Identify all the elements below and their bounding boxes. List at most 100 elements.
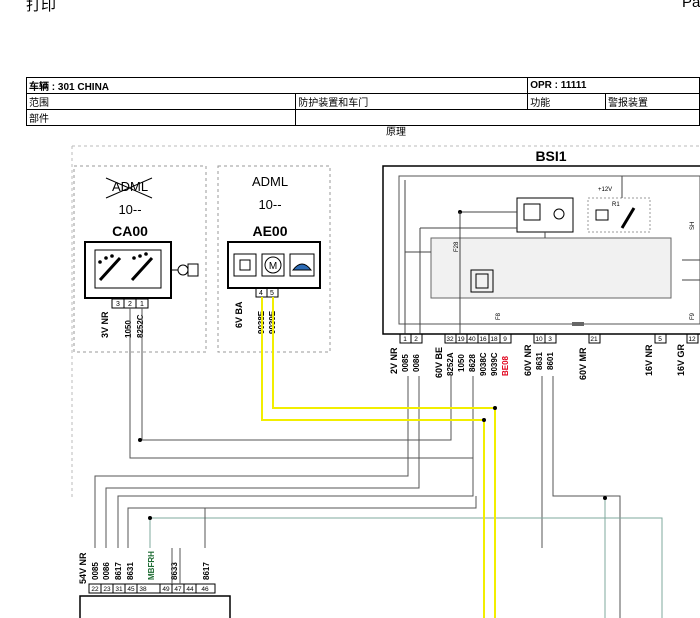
svg-text:22: 22 — [91, 586, 99, 593]
svg-text:16: 16 — [479, 336, 487, 343]
part-label: 部件 — [25, 109, 297, 126]
key-icon — [172, 263, 199, 277]
ca00-body — [84, 241, 172, 299]
diagram-caption: 原理 — [386, 127, 406, 138]
svg-text:21: 21 — [590, 336, 598, 343]
svg-text:SH: SH — [690, 222, 696, 230]
svg-text:0086: 0086 — [102, 562, 111, 580]
ae00-range: 10-- — [258, 197, 281, 212]
svg-text:18: 18 — [490, 336, 498, 343]
ae00-conn-label: 6V BA — [234, 301, 244, 328]
ca00-cross-b — [105, 177, 153, 199]
svg-text:4: 4 — [259, 290, 263, 297]
svg-text:9039C: 9039C — [490, 352, 499, 376]
print-label: 打印 — [26, 0, 57, 14]
svg-text:8617: 8617 — [114, 562, 123, 580]
svg-text:8252C: 8252C — [136, 314, 145, 338]
svg-text:40: 40 — [468, 336, 476, 343]
svg-text:47: 47 — [174, 586, 182, 593]
svg-text:3: 3 — [548, 336, 552, 343]
bsi-connector-60v-nr: 10 3 — [533, 333, 557, 344]
bsi1-code: BSI1 — [535, 148, 566, 164]
bsi-connector-60v-be: 32 19 40 16 18 9 — [444, 333, 512, 344]
svg-text:F28: F28 — [454, 241, 460, 252]
svg-text:31: 31 — [115, 586, 123, 593]
svg-text:38: 38 — [139, 586, 147, 593]
svg-text:F8: F8 — [496, 312, 502, 320]
bsi1-processor — [430, 237, 672, 299]
svg-text:16V GR: 16V GR — [676, 343, 686, 376]
ca00-range: 10-- — [118, 202, 141, 217]
svg-text:0085: 0085 — [91, 562, 100, 580]
svg-text:3: 3 — [116, 301, 120, 308]
svg-text:+12V: +12V — [598, 187, 612, 193]
svg-text:1: 1 — [403, 336, 407, 343]
svg-text:10: 10 — [535, 336, 543, 343]
part-value — [295, 109, 700, 126]
svg-text:F9: F9 — [690, 312, 696, 320]
ca00-conn-label: 3V NR — [100, 311, 110, 338]
green-wires — [148, 496, 663, 618]
vehicle-value: 301 CHINA — [57, 82, 110, 93]
svg-text:44: 44 — [186, 586, 194, 593]
bsi-connector-2v: 1 2 — [399, 333, 423, 344]
ae00-motor-icon — [261, 253, 285, 277]
svg-text:2: 2 — [414, 336, 418, 343]
opr-value: 11111 — [560, 80, 587, 91]
vehicle-label: 车辆 — [29, 82, 49, 93]
bsi-connector-60v-mr: 21 — [588, 333, 601, 344]
motor-glyph: M — [269, 261, 277, 272]
svg-text:46: 46 — [201, 586, 209, 593]
svg-text:45: 45 — [127, 586, 135, 593]
red-wire-label: BE08 — [501, 355, 510, 376]
svg-text:0086: 0086 — [412, 354, 421, 372]
green-wire-label: MBFRH — [147, 551, 156, 580]
opr-label: OPR — [530, 80, 552, 91]
yellow-wires — [261, 297, 496, 618]
ca00-switch-2 — [130, 256, 154, 282]
svg-text:8628: 8628 — [468, 354, 477, 372]
ca00-frame — [73, 165, 207, 353]
svg-text:12: 12 — [688, 336, 696, 343]
ground-symbol — [572, 322, 584, 326]
bsi1-siren-module — [516, 197, 574, 233]
svg-text:54V NR: 54V NR — [78, 552, 88, 584]
svg-text:19: 19 — [457, 336, 465, 343]
svg-text:1: 1 — [140, 301, 144, 308]
ae00-adml: ADML — [252, 174, 288, 189]
bsi-connector-16v-gr: 12 — [686, 333, 699, 344]
svg-text:8631: 8631 — [126, 562, 135, 580]
svg-text:R1: R1 — [612, 202, 620, 208]
svg-text:5: 5 — [658, 336, 662, 343]
svg-text:8252A: 8252A — [446, 352, 455, 376]
ca00-inner — [94, 249, 162, 289]
svg-text:23: 23 — [103, 586, 111, 593]
svg-text:8633: 8633 — [170, 562, 179, 580]
svg-text:2V NR: 2V NR — [389, 347, 399, 374]
vehicle-cell: 车辆 : 301 CHINA — [25, 77, 529, 94]
bottom-connector: 22 23 31 45 38 49 47 44 46 — [88, 583, 216, 594]
ae00-module-icon — [233, 253, 257, 277]
svg-text:8631: 8631 — [535, 352, 544, 370]
svg-text:60V NR: 60V NR — [523, 344, 533, 376]
svg-text:9038C: 9038C — [479, 352, 488, 376]
ae00-code: AE00 — [252, 223, 287, 239]
page-label: Pa — [682, 0, 700, 11]
svg-text:8601: 8601 — [546, 352, 555, 370]
svg-text:60V BE: 60V BE — [434, 347, 444, 378]
svg-text:1050: 1050 — [457, 354, 466, 372]
svg-text:1050: 1050 — [124, 320, 133, 338]
svg-text:5: 5 — [270, 290, 274, 297]
svg-text:2: 2 — [128, 301, 132, 308]
ae00-car-icon — [289, 253, 315, 277]
svg-text:9: 9 — [503, 336, 507, 343]
svg-text:16V NR: 16V NR — [644, 344, 654, 376]
bottom-module — [79, 595, 231, 618]
header-table: 车辆 : 301 CHINA OPR : 11111 范围 防护装置和车门 功能… — [25, 77, 700, 126]
bsi-connector-16v-nr: 5 — [654, 333, 667, 344]
svg-text:8617: 8617 — [202, 562, 211, 580]
ca00-code: CA00 — [112, 223, 148, 239]
svg-text:0085: 0085 — [401, 354, 410, 372]
svg-text:60V MR: 60V MR — [578, 347, 588, 380]
